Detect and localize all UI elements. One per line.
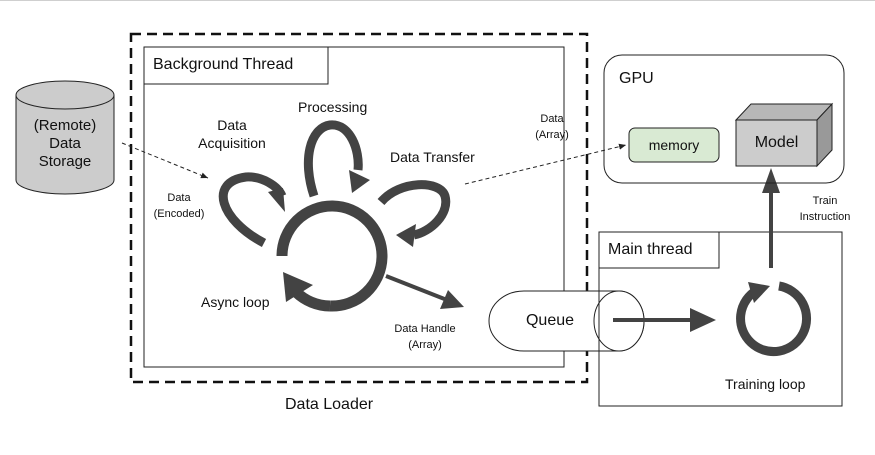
memory-label: memory [648, 137, 700, 153]
memory-box [628, 127, 720, 163]
main-thread-title-box [598, 231, 720, 269]
training-loop-label: Training loop [725, 376, 806, 392]
async-loop-icon [276, 200, 388, 312]
array-data-label-line2: (Array) [535, 129, 569, 141]
data-loader-boundary [129, 32, 589, 384]
transfer-arrow-icon [377, 180, 451, 247]
model-label: Model [754, 134, 799, 151]
processing-label: Processing [298, 99, 368, 115]
train-instruction-label-line1: Train [812, 195, 838, 207]
queue-label: Queue [525, 312, 575, 329]
gpu-box [603, 54, 845, 184]
queue-to-training-arrow [613, 308, 716, 332]
acquisition-arrow-icon [218, 172, 287, 247]
main-thread-title: Main thread [608, 241, 693, 258]
processing-arrow-icon [303, 120, 370, 198]
gpu-title: GPU [619, 70, 654, 87]
data-handle-arrow [385, 274, 464, 309]
background-thread-title-box [143, 46, 329, 85]
main-thread-box [598, 231, 843, 407]
train-instruction-label: Train Instruction [788, 193, 862, 225]
model-cube [734, 102, 834, 168]
data-handle-label-line2: (Array) [408, 339, 442, 351]
encoded-data-label-line1: Data [167, 192, 191, 204]
encoded-data-label: Data (Encoded) [143, 190, 215, 222]
top-border [0, 0, 875, 1]
storage-label: (Remote) Data Storage [16, 117, 114, 171]
queue-cylinder [488, 290, 645, 352]
data-handle-label-line1: Data Handle [394, 323, 456, 335]
transfer-label: Data Transfer [390, 149, 475, 165]
acquisition-label-line1: Data [217, 117, 247, 133]
storage-cylinder [15, 80, 115, 195]
array-data-label-line1: Data [540, 113, 564, 125]
train-instruction-arrow [762, 168, 780, 268]
background-thread-title: Background Thread [153, 56, 294, 73]
array-data-label: Data (Array) [525, 111, 579, 143]
data-loader-label: Data Loader [285, 396, 374, 413]
train-instruction-label-line2: Instruction [799, 211, 851, 223]
training-loop-icon [736, 281, 812, 357]
encoded-data-arrow [121, 142, 209, 179]
acquisition-label: Data Acquisition [182, 116, 282, 152]
storage-label-line1: (Remote) [33, 117, 97, 134]
data-handle-label: Data Handle (Array) [385, 321, 465, 353]
encoded-data-label-line2: (Encoded) [153, 208, 205, 220]
storage-label-line3: Storage [38, 153, 92, 170]
acquisition-label-line2: Acquisition [198, 135, 266, 151]
async-loop-label: Async loop [201, 294, 270, 310]
storage-label-line2: Data [49, 135, 81, 152]
